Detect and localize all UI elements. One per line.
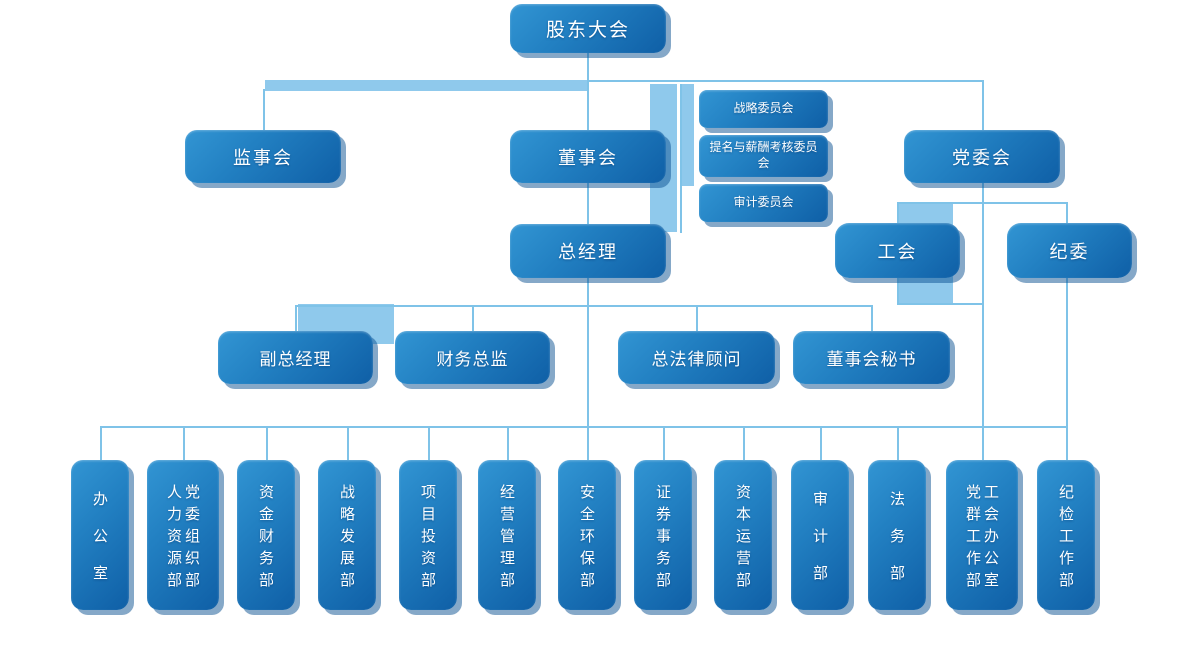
node-dept-discipline-inspection: 纪检工作部 [1037, 460, 1095, 610]
connector-line [982, 183, 984, 462]
connector-line [295, 305, 873, 307]
node-label: 战略发展部 [338, 483, 356, 594]
node-shareholders-meeting: 股东大会 [510, 4, 666, 53]
connector-line [587, 80, 984, 82]
node-dept-securities-affairs: 证券事务部 [634, 460, 692, 610]
accent-band-top [265, 80, 588, 91]
connector-line [897, 276, 899, 305]
connector-line [1066, 202, 1068, 226]
node-label: 党委会 [952, 147, 1012, 169]
node-dept-safety-environment: 安全环保部 [558, 460, 616, 610]
node-dept-legal: 法务部 [868, 460, 926, 610]
node-board-of-directors: 董事会 [510, 130, 666, 183]
node-audit-committee: 审计委员会 [699, 184, 828, 222]
connector-line [295, 305, 297, 333]
connector-line [587, 82, 589, 132]
node-dept-strategic-development: 战略发展部 [318, 460, 376, 610]
node-label: 董事会 [558, 147, 618, 169]
connector-line [587, 183, 589, 226]
node-label: 工会办公室 [982, 483, 1000, 594]
connector-line [696, 305, 698, 333]
node-cfo: 财务总监 [395, 331, 550, 384]
node-label: 提名与薪酬考核委员会 [709, 140, 818, 170]
node-label: 资金财务部 [257, 483, 275, 594]
node-label: 人力资源部 [165, 483, 183, 594]
node-label: 审计部 [811, 490, 829, 602]
connector-line [743, 426, 745, 462]
node-discipline-committee: 纪委 [1007, 223, 1132, 278]
connector-line [897, 426, 899, 462]
node-labor-union: 工会 [835, 223, 960, 278]
node-dept-funds-finance: 资金财务部 [237, 460, 295, 610]
connector-line [587, 276, 589, 462]
connector-line [982, 82, 984, 132]
node-nomination-compensation-committee: 提名与薪酬考核委员会 [699, 135, 828, 177]
node-label: 审计委员会 [733, 195, 794, 210]
node-label: 战略委员会 [733, 101, 794, 116]
accent-band-committees-inner [681, 84, 694, 186]
connector-line [507, 426, 509, 462]
connector-line [897, 202, 899, 226]
node-label: 总经理 [558, 242, 618, 263]
connector-line [266, 426, 268, 462]
node-dept-party-organization-hr: 党委组织部 人力资源部 [147, 460, 219, 610]
connector-line [820, 426, 822, 462]
node-label: 证券事务部 [654, 483, 672, 594]
node-label: 纪检工作部 [1057, 483, 1075, 594]
node-label: 安全环保部 [578, 483, 596, 594]
node-dept-general-office: 办公室 [71, 460, 129, 610]
connector-line [587, 53, 589, 82]
node-dept-capital-operations: 资本运营部 [714, 460, 772, 610]
node-dept-project-investment: 项目投资部 [399, 460, 457, 610]
node-dept-union-office-party-mass: 工会办公室 党群工作部 [946, 460, 1018, 610]
node-label: 党群工作部 [964, 483, 982, 594]
connector-line [428, 426, 430, 462]
node-label: 项目投资部 [419, 483, 437, 594]
node-board-secretary: 董事会秘书 [793, 331, 950, 384]
node-label: 资本运营部 [734, 483, 752, 594]
connector-line [897, 202, 1068, 204]
node-strategy-committee: 战略委员会 [699, 90, 828, 128]
node-label: 监事会 [233, 147, 293, 169]
node-label: 财务总监 [436, 350, 509, 370]
node-label: 办公室 [91, 490, 109, 602]
node-label: 党委组织部 [183, 483, 201, 594]
connector-line [100, 426, 102, 462]
node-party-committee: 党委会 [904, 130, 1060, 183]
node-label: 经营管理部 [498, 483, 516, 594]
node-chief-legal-counsel: 总法律顾问 [618, 331, 775, 384]
connector-line [183, 426, 185, 462]
node-label: 工会 [877, 241, 918, 263]
connector-line [472, 305, 474, 333]
node-supervisory-board: 监事会 [185, 130, 341, 183]
connector-line [897, 303, 984, 305]
node-dept-audit: 审计部 [791, 460, 849, 610]
connector-line [100, 426, 1068, 428]
node-label: 副总经理 [259, 350, 332, 370]
connector-line [680, 84, 682, 233]
connector-line [347, 426, 349, 462]
node-label: 总法律顾问 [651, 350, 742, 370]
node-dept-operations-management: 经营管理部 [478, 460, 536, 610]
node-deputy-general-manager: 副总经理 [218, 331, 373, 384]
connector-line [663, 426, 665, 462]
connector-line [263, 89, 265, 132]
node-general-manager: 总经理 [510, 224, 666, 278]
node-label: 法务部 [888, 490, 906, 602]
node-label: 股东大会 [545, 19, 630, 41]
node-label: 纪委 [1049, 241, 1090, 263]
connector-line [871, 305, 873, 333]
node-label: 董事会秘书 [826, 350, 917, 370]
connector-line [1066, 276, 1068, 462]
